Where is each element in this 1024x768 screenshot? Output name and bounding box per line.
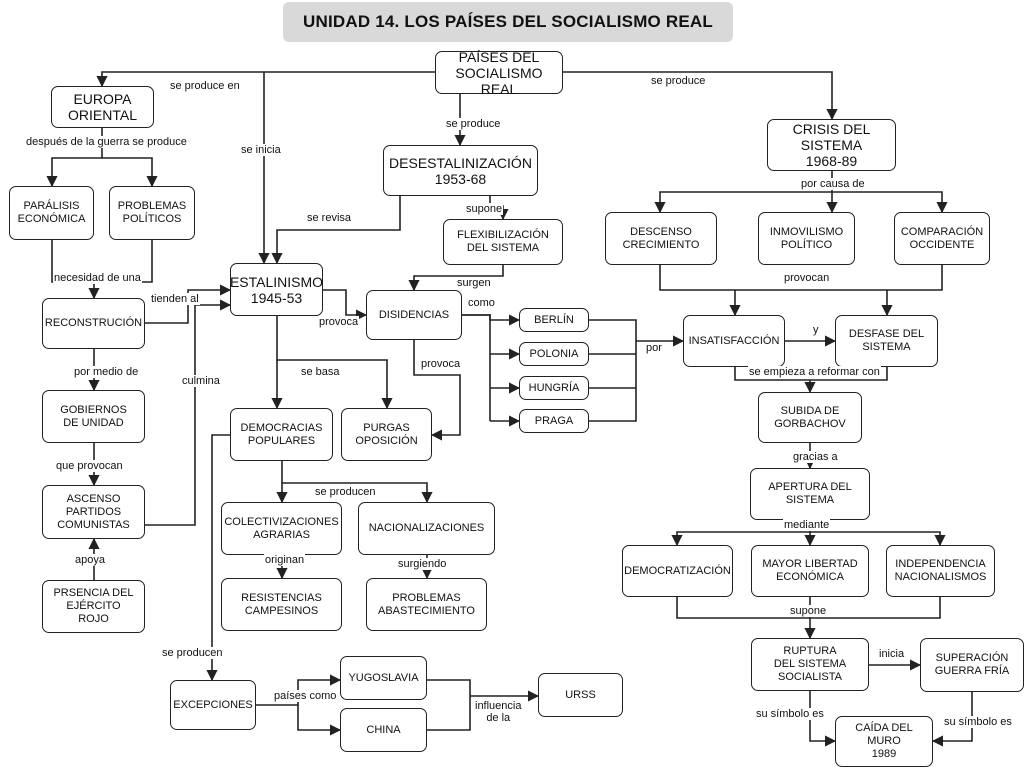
node-europa-oriental: EUROPA ORIENTAL bbox=[51, 86, 154, 128]
node-gobiernos-unidad: GOBIERNOS DE UNIDAD bbox=[42, 390, 145, 443]
label-se-empieza: se empieza a reformar con bbox=[748, 366, 881, 378]
label-provocan: provocan bbox=[783, 272, 831, 284]
label-mediante: mediante bbox=[783, 519, 831, 531]
node-problemas-abastecimiento: PROBLEMAS ABASTECIMIENTO bbox=[366, 578, 487, 631]
label-tienden-al: tienden al bbox=[150, 293, 200, 305]
title-bar: UNIDAD 14. LOS PAÍSES DEL SOCIALISMO REA… bbox=[283, 2, 733, 42]
node-reconstruccion: RECONSTRUCIÓN bbox=[42, 298, 145, 349]
node-desfase-sistema: DESFASE DEL SISTEMA bbox=[835, 315, 938, 367]
node-desestalinizacion: DESESTALINIZACIÓN 1953-68 bbox=[383, 145, 538, 196]
node-ruptura-sistema: RUPTURA DEL SISTEMA SOCIALISTA bbox=[751, 638, 869, 691]
label-por-causa-de: por causa de bbox=[800, 178, 866, 190]
node-insatisfaccion: INSATISFACCIÓN bbox=[683, 315, 785, 367]
node-colectivizaciones: COLECTIVIZACIONES AGRARIAS bbox=[221, 502, 342, 555]
label-se-produce-right: se produce bbox=[650, 75, 707, 87]
node-china: CHINA bbox=[340, 708, 427, 752]
label-provoca-2: provoca bbox=[420, 358, 462, 370]
node-descenso-crecimiento: DESCENSO CRECIMIENTO bbox=[605, 212, 717, 265]
label-se-inicia: se inicia bbox=[240, 144, 282, 156]
label-apoya: apoya bbox=[74, 554, 106, 566]
label-provoca-1: provoca bbox=[318, 316, 360, 328]
label-paises-como: países como bbox=[273, 690, 338, 702]
label-influencia: influencia de la bbox=[474, 700, 523, 724]
node-superacion-guerra-fria: SUPERACIÓN GUERRA FRÍA bbox=[920, 638, 1024, 692]
label-se-produce-en: se produce en bbox=[169, 80, 241, 92]
node-resistencias-campesinos: RESISTENCIAS CAMPESINOS bbox=[221, 578, 342, 631]
label-supone-2: supone bbox=[789, 605, 828, 617]
label-supone-1: supone bbox=[465, 203, 504, 215]
node-praga: PRAGA bbox=[519, 409, 589, 433]
node-nacionalizaciones: NACIONALIZACIONES bbox=[358, 502, 495, 555]
node-inmovilismo-politico: INMOVILISMO POLÍTICO bbox=[758, 212, 855, 265]
label-originan: originan bbox=[264, 554, 306, 566]
node-paises-socialismo-real: PAÍSES DEL SOCIALISMO REAL bbox=[435, 49, 563, 97]
label-se-produce-top: se produce bbox=[445, 118, 502, 130]
node-hungria: HUNGRÍA bbox=[519, 376, 589, 400]
label-surgen: surgen bbox=[456, 277, 492, 289]
label-se-producen-1: se producen bbox=[314, 486, 377, 498]
node-flexibilizacion-sistema: FLEXIBILIZACIÓN DEL SISTEMA bbox=[443, 219, 563, 265]
label-su-simbolo-1: su símbolo es bbox=[755, 708, 825, 720]
node-purgas-oposicion: PURGAS OPOSICIÓN bbox=[341, 408, 432, 461]
node-excepciones: EXCEPCIONES bbox=[170, 680, 256, 730]
label-necesidad: necesidad de una bbox=[53, 272, 142, 284]
label-surgiendo: surgiendo bbox=[397, 558, 448, 570]
label-se-basa: se basa bbox=[300, 366, 341, 378]
node-disidencias: DISIDENCIAS bbox=[366, 290, 462, 340]
node-subida-gorbachov: SUBIDA DE GORBACHOV bbox=[758, 392, 862, 443]
node-presencia-ejercito: PRSENCIA DEL EJÉRCITO ROJO bbox=[42, 580, 145, 633]
label-gracias-a: gracias a bbox=[792, 451, 839, 463]
node-crisis-sistema: CRISIS DEL SISTEMA 1968-89 bbox=[767, 119, 896, 171]
label-culmina: culmina bbox=[181, 375, 221, 387]
node-democracias-populares: DEMOCRACIAS POPULARES bbox=[230, 408, 333, 461]
node-polonia: POLONIA bbox=[519, 342, 589, 366]
node-problemas-politicos: PROBLEMAS POLÍTICOS bbox=[109, 186, 195, 240]
label-por-medio-de: por medio de bbox=[73, 366, 140, 378]
label-inicia: inicia bbox=[878, 648, 906, 660]
node-yugoslavia: YUGOSLAVIA bbox=[340, 656, 427, 700]
node-independencia-nacionalismos: INDEPENDENCIA NACIONALISMOS bbox=[886, 545, 995, 597]
node-berlin: BERLÍN bbox=[519, 308, 589, 332]
node-apertura-sistema: APERTURA DEL SISTEMA bbox=[750, 468, 870, 520]
node-estalinismo: ESTALINISMO 1945-53 bbox=[230, 263, 323, 316]
label-y: y bbox=[812, 324, 820, 336]
label-que-provocan: que provocan bbox=[55, 460, 124, 472]
label-se-revisa: se revisa bbox=[306, 212, 353, 224]
node-paralisis-economica: PARÁLISIS ECONÓMICA bbox=[9, 186, 94, 240]
page-title: UNIDAD 14. LOS PAÍSES DEL SOCIALISMO REA… bbox=[303, 12, 713, 31]
label-su-simbolo-2: su símbolo es bbox=[943, 716, 1013, 728]
node-mayor-libertad: MAYOR LIBERTAD ECONÓMICA bbox=[751, 545, 869, 597]
label-por: por bbox=[645, 342, 663, 354]
label-como: como bbox=[467, 297, 496, 309]
node-comparacion-occidente: COMPARACIÓN OCCIDENTE bbox=[894, 212, 990, 265]
node-democratizacion: DEMOCRATIZACIÓN bbox=[622, 545, 733, 597]
node-ascenso-partidos: ASCENSO PARTIDOS COMUNISTAS bbox=[42, 485, 145, 539]
label-despues-guerra: después de la guerra se produce bbox=[25, 136, 188, 148]
node-caida-muro: CAÍDA DEL MURO 1989 bbox=[835, 716, 933, 767]
node-urss: URSS bbox=[538, 673, 623, 717]
label-se-producen-2: se producen bbox=[161, 647, 224, 659]
